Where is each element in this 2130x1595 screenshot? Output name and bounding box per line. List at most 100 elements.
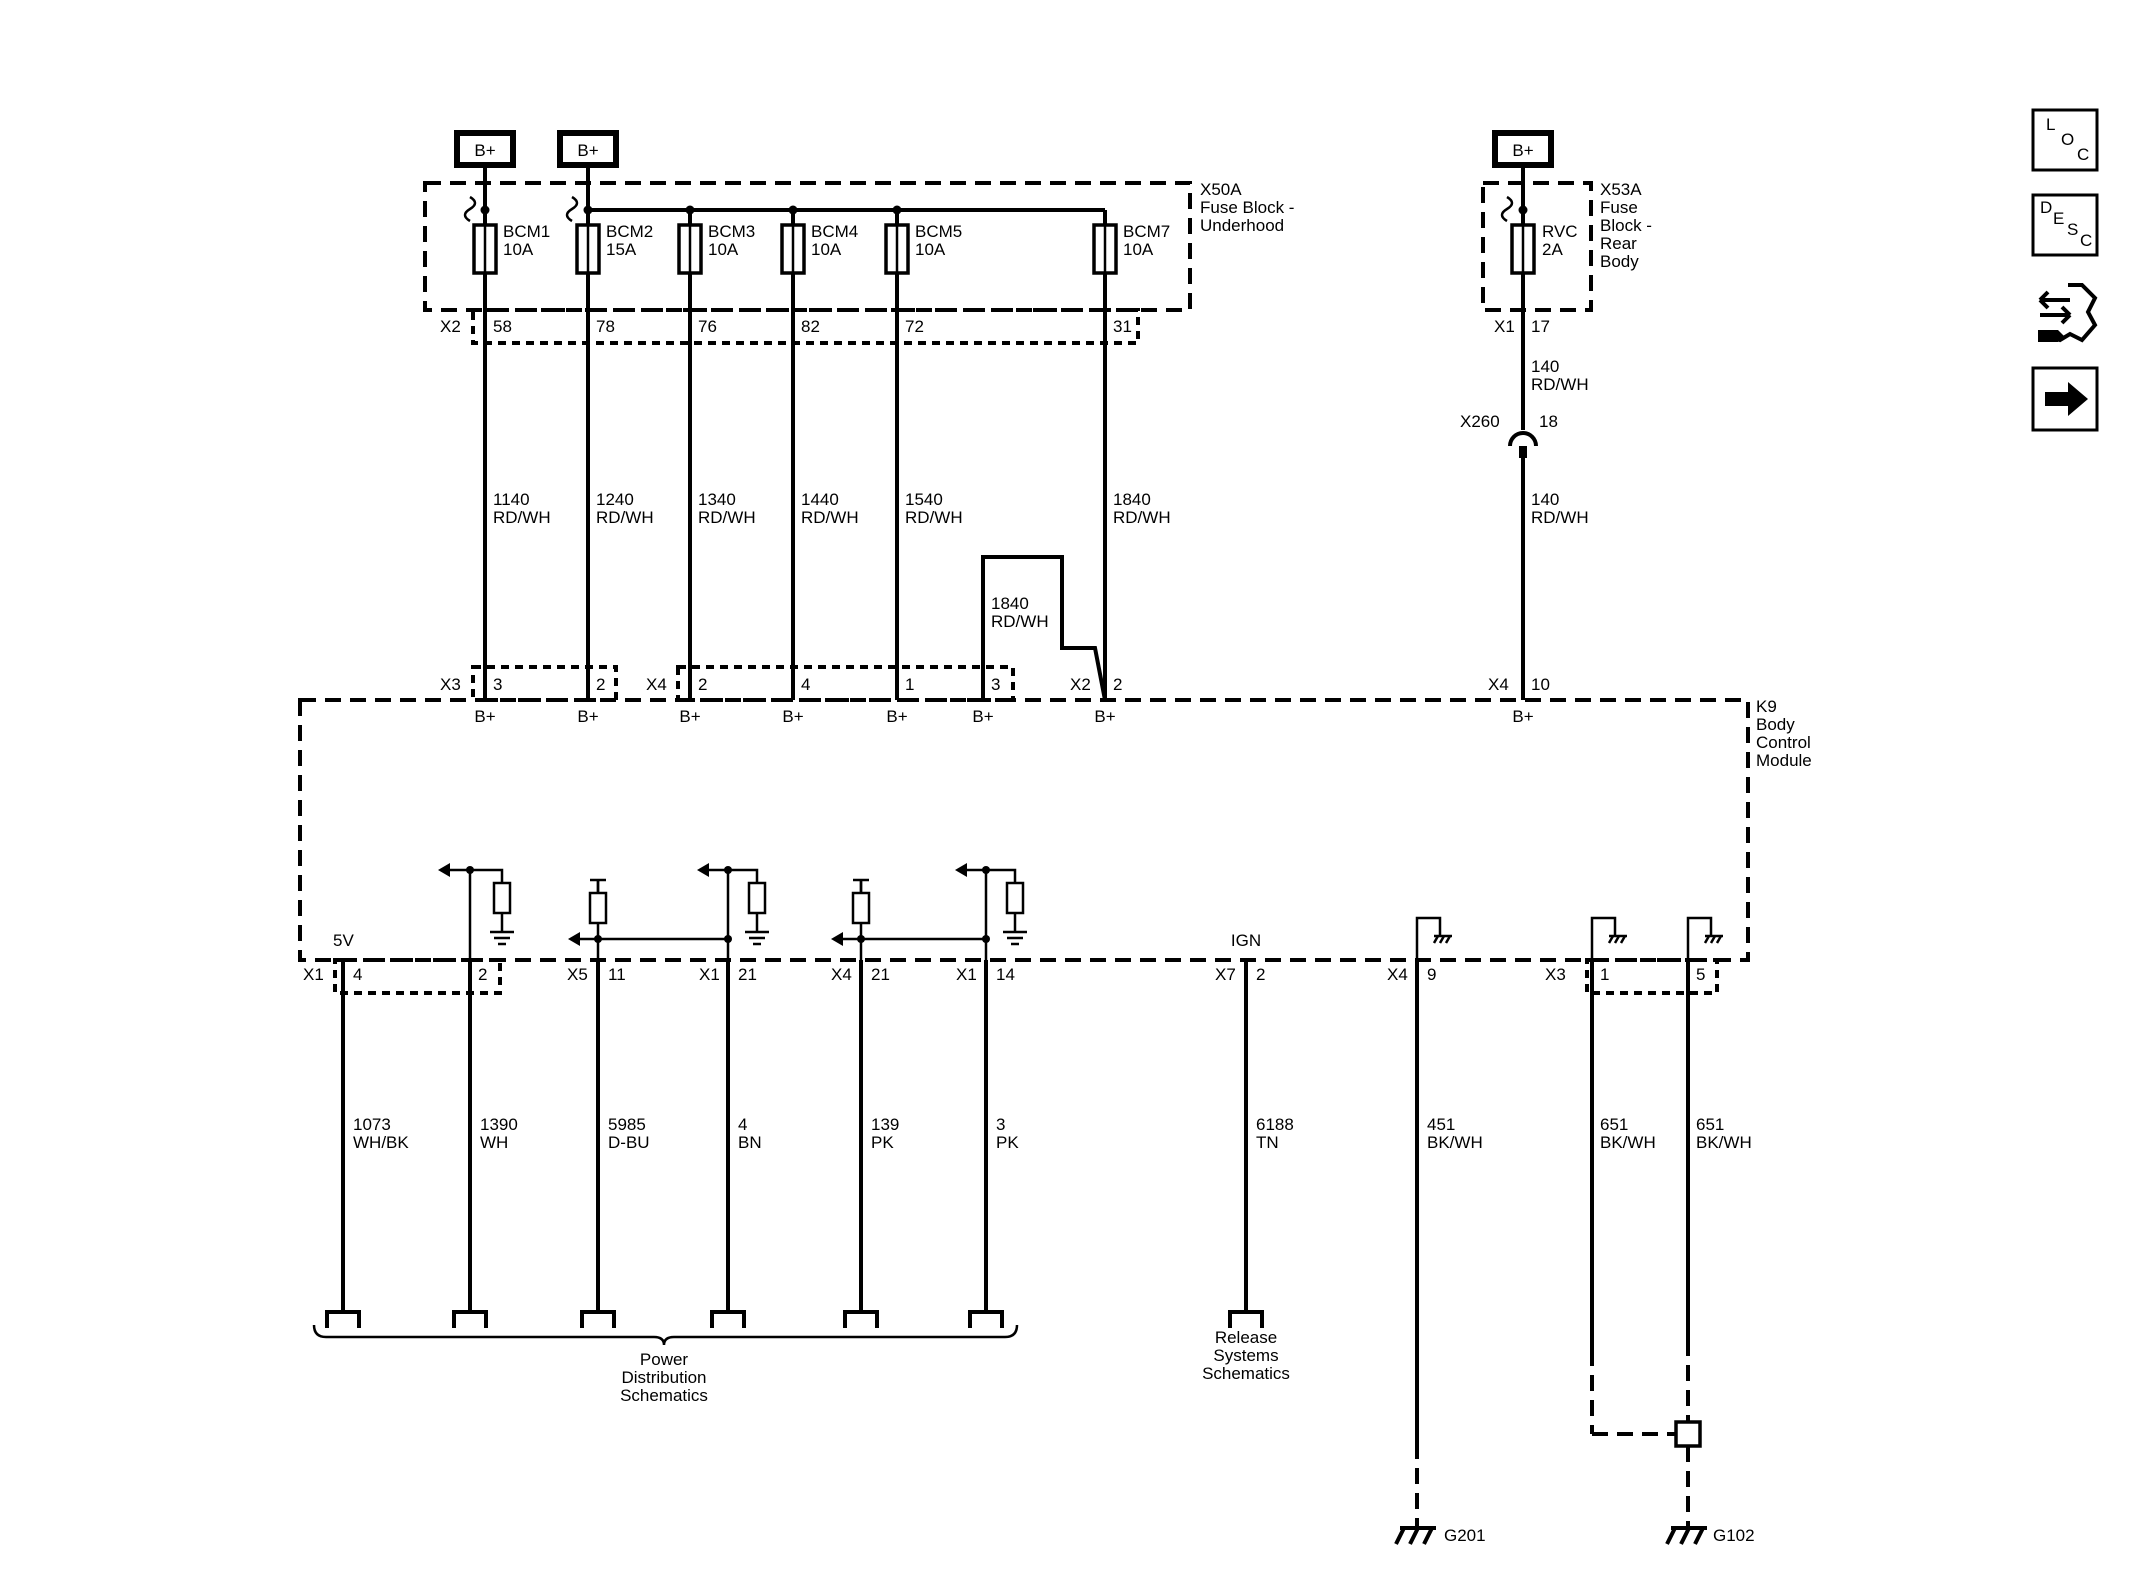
svg-text:21: 21: [871, 965, 890, 984]
svg-text:X1: X1: [303, 965, 324, 984]
svg-text:X4: X4: [831, 965, 852, 984]
svg-text:BK/WH: BK/WH: [1600, 1133, 1656, 1152]
svg-text:B+: B+: [782, 707, 803, 726]
ground-g102: G102: [1590, 1340, 1755, 1545]
svg-text:B+: B+: [577, 141, 598, 160]
svg-text:Fuse Block -: Fuse Block -: [1200, 198, 1294, 217]
svg-text:X4: X4: [646, 675, 667, 694]
svg-text:18: 18: [1539, 412, 1558, 431]
svg-text:1: 1: [1600, 965, 1609, 984]
svg-text:RD/WH: RD/WH: [801, 508, 859, 527]
desc-icon: D E S C: [2040, 198, 2092, 250]
svg-text:BK/WH: BK/WH: [1427, 1133, 1483, 1152]
svg-text:BCM1: BCM1: [503, 222, 550, 241]
svg-text:4: 4: [801, 675, 810, 694]
loc-button[interactable]: L O C: [2031, 108, 2099, 172]
svg-text:4: 4: [353, 965, 362, 984]
svg-text:2: 2: [478, 965, 487, 984]
svg-text:PK: PK: [996, 1133, 1019, 1152]
svg-text:Systems: Systems: [1213, 1346, 1278, 1365]
svg-text:11: 11: [608, 965, 626, 984]
svg-text:72: 72: [905, 317, 924, 336]
svg-text:RD/WH: RD/WH: [1531, 508, 1589, 527]
svg-text:RD/WH: RD/WH: [1113, 508, 1171, 527]
svg-text:X4: X4: [1387, 965, 1408, 984]
svg-text:Release: Release: [1215, 1328, 1277, 1347]
release-systems-reference[interactable]: Release Systems Schematics: [1202, 1328, 1290, 1383]
svg-text:X2: X2: [1070, 675, 1091, 694]
arrow-right-icon: [2045, 382, 2088, 416]
svg-text:1540: 1540: [905, 490, 943, 509]
svg-text:RD/WH: RD/WH: [991, 612, 1049, 631]
svg-text:139: 139: [871, 1115, 899, 1134]
svg-text:17: 17: [1531, 317, 1550, 336]
svg-text:2: 2: [596, 675, 605, 694]
svg-text:B+: B+: [1512, 141, 1533, 160]
svg-text:X260: X260: [1460, 412, 1500, 431]
svg-text:651: 651: [1600, 1115, 1628, 1134]
desc-button[interactable]: D E S C: [2031, 193, 2099, 257]
svg-text:6188: 6188: [1256, 1115, 1294, 1134]
svg-text:X2: X2: [440, 317, 461, 336]
svg-text:B+: B+: [679, 707, 700, 726]
svg-text:651: 651: [1696, 1115, 1724, 1134]
output-wires: X1 4 2 X5 11 X1 21 X4 21 X1 14 X7 2 X4 9…: [303, 960, 1752, 1443]
svg-text:10A: 10A: [708, 240, 739, 259]
svg-text:1140: 1140: [493, 490, 530, 509]
supply-tag-2: B+: [557, 130, 619, 183]
svg-text:15A: 15A: [606, 240, 637, 259]
svg-text:21: 21: [738, 965, 757, 984]
svg-text:5985: 5985: [608, 1115, 646, 1134]
svg-text:X3: X3: [1545, 965, 1566, 984]
svg-text:B+: B+: [474, 141, 495, 160]
svg-text:B+: B+: [886, 707, 907, 726]
svg-text:PK: PK: [871, 1133, 894, 1152]
svg-text:1390: 1390: [480, 1115, 518, 1134]
svg-text:C: C: [2080, 231, 2092, 250]
svg-text:B+: B+: [474, 707, 495, 726]
next-page-button[interactable]: [2031, 366, 2099, 432]
svg-text:G102: G102: [1713, 1526, 1755, 1545]
svg-text:3: 3: [996, 1115, 1005, 1134]
ground-g201: G201: [1394, 1443, 1486, 1545]
svg-text:Schematics: Schematics: [620, 1386, 708, 1405]
svg-text:Control: Control: [1756, 733, 1811, 752]
svg-text:Module: Module: [1756, 751, 1812, 770]
svg-text:BCM3: BCM3: [708, 222, 755, 241]
svg-text:1: 1: [905, 675, 914, 694]
svg-text:14: 14: [996, 965, 1015, 984]
svg-text:3: 3: [991, 675, 1000, 694]
svg-text:RD/WH: RD/WH: [698, 508, 756, 527]
connector-tool-button[interactable]: [2033, 278, 2098, 348]
svg-text:O: O: [2061, 130, 2074, 149]
svg-text:Body: Body: [1756, 715, 1795, 734]
svg-text:B+: B+: [972, 707, 993, 726]
power-distribution-reference[interactable]: Power Distribution Schematics: [620, 1350, 708, 1405]
svg-text:Block -: Block -: [1600, 216, 1652, 235]
svg-text:D-BU: D-BU: [608, 1133, 650, 1152]
svg-text:5: 5: [1696, 965, 1705, 984]
svg-text:BCM7: BCM7: [1123, 222, 1170, 241]
svg-text:RD/WH: RD/WH: [596, 508, 654, 527]
svg-text:WH: WH: [480, 1133, 508, 1152]
loc-icon: L O C: [2046, 115, 2089, 164]
svg-text:Schematics: Schematics: [1202, 1364, 1290, 1383]
fuse-block-rear: X53A Fuse Block - Rear Body RVC 2A X1 17…: [1460, 180, 1652, 700]
svg-text:58: 58: [493, 317, 512, 336]
svg-text:K9: K9: [1756, 697, 1777, 716]
svg-text:Power: Power: [640, 1350, 689, 1369]
svg-text:10A: 10A: [915, 240, 946, 259]
svg-text:1073: 1073: [353, 1115, 391, 1134]
svg-text:Underhood: Underhood: [1200, 216, 1284, 235]
svg-text:RD/WH: RD/WH: [905, 508, 963, 527]
svg-text:1240: 1240: [596, 490, 634, 509]
svg-text:BCM2: BCM2: [606, 222, 653, 241]
svg-text:E: E: [2053, 209, 2064, 228]
supply-wires: 1140 RD/WH 1240 RD/WH 1340 RD/WH 1440 RD…: [483, 273, 1171, 701]
svg-text:X1: X1: [699, 965, 720, 984]
svg-text:D: D: [2040, 198, 2052, 217]
svg-text:TN: TN: [1256, 1133, 1279, 1152]
svg-text:X5: X5: [567, 965, 588, 984]
svg-text:1840: 1840: [991, 594, 1029, 613]
